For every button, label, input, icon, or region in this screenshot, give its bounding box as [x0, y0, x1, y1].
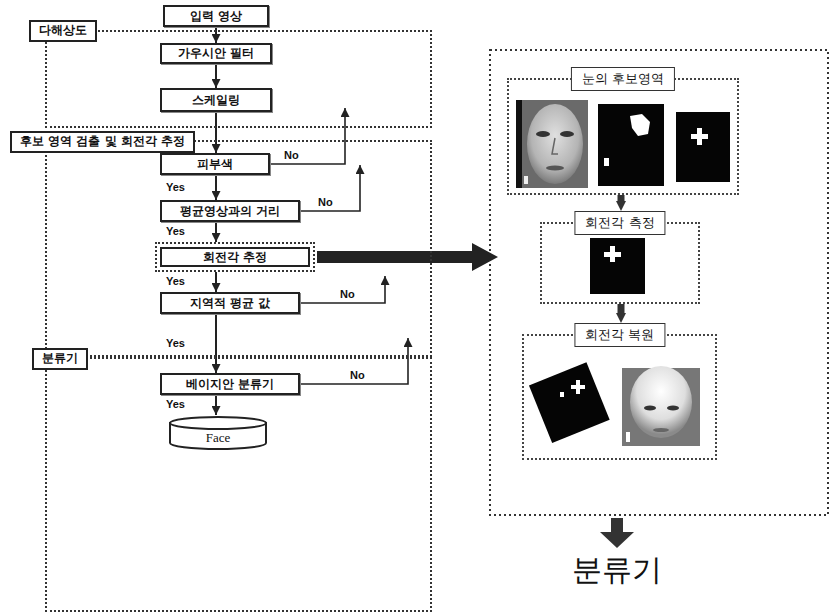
feedback-line [270, 108, 345, 164]
flow-arrow [215, 175, 217, 200]
box-label: 회전각 추정 [203, 250, 267, 264]
face-image [622, 366, 700, 446]
edge-label: Yes [166, 337, 185, 349]
process-box: 가우시안 필터 [160, 43, 272, 64]
region-frame: 분류기베이지안 분류기Face [45, 357, 432, 612]
terminal-shape: Face [168, 415, 268, 451]
process-box: 스케일링 [160, 88, 272, 112]
edge-label: Yes [166, 275, 185, 287]
flow-arrow [215, 222, 217, 242]
step-group: 회전각 복원 [522, 334, 717, 460]
region-frame: 후보 영역 검출 및 회전각 추정피부색평균영상과의 거리회전각 추정지역적 평… [45, 140, 432, 357]
flow-arrow [215, 272, 217, 292]
box-label: 피부색 [197, 157, 233, 171]
process-box: 회전각 추정 [155, 242, 315, 272]
feedback-line [300, 276, 385, 303]
feedback-line [300, 165, 360, 211]
branch-label: No [340, 288, 355, 300]
box-label: 입력 영상 [190, 9, 242, 23]
box-label: 베이지안 분류기 [186, 377, 274, 391]
branch-label: No [284, 149, 299, 161]
flow-arrow [215, 112, 217, 153]
branch-label: No [318, 196, 333, 208]
process-box: 평균영상과의 거리 [160, 200, 300, 222]
branch-label: No [350, 369, 365, 381]
detail-arrow [317, 243, 498, 271]
group-title: 회전각 측정 [574, 211, 665, 235]
group-title: 눈의 후보영역 [571, 67, 675, 91]
caption-text: 분류기 [572, 550, 662, 591]
terminal-label: Face [206, 430, 231, 446]
step-group: 눈의 후보영역 [507, 78, 739, 195]
region-title: 분류기 [32, 348, 88, 370]
region-title: 후보 영역 검출 및 회전각 추정 [10, 131, 195, 153]
cross-image [590, 238, 645, 294]
feedback-line [300, 338, 408, 384]
flow-arrow [618, 304, 625, 313]
region-title: 다해상도 [29, 20, 97, 42]
flow-arrow [215, 395, 217, 415]
process-box: 베이지안 분류기 [160, 373, 300, 395]
step-group: 회전각 측정 [540, 222, 700, 304]
inner-border: 회전각 추정 [160, 247, 310, 267]
process-box: 지역적 평균 값 [160, 292, 300, 314]
flow-arrow [618, 195, 625, 201]
blob-image [598, 104, 664, 186]
output-arrow [600, 518, 634, 548]
group-title: 회전각 복원 [574, 323, 665, 347]
region-frame: 다해상도가우시안 필터스케일링 [45, 30, 432, 128]
process-box: 입력 영상 [163, 5, 269, 27]
edge-label: Yes [166, 181, 185, 193]
box-label: 스케일링 [192, 93, 240, 107]
panel-outline [490, 50, 828, 515]
box-label: 평균영상과의 거리 [180, 204, 280, 218]
box-label: 지역적 평균 값 [190, 296, 270, 310]
flow-arrow [215, 314, 217, 373]
flow-arrow [215, 64, 217, 88]
process-box: 피부색 [160, 153, 270, 175]
face-image [516, 100, 588, 188]
rotated-image [529, 362, 610, 443]
box-label: 가우시안 필터 [178, 46, 254, 60]
edge-label: Yes [166, 398, 185, 410]
edge-label: Yes [166, 225, 185, 237]
cross-image [676, 112, 730, 182]
